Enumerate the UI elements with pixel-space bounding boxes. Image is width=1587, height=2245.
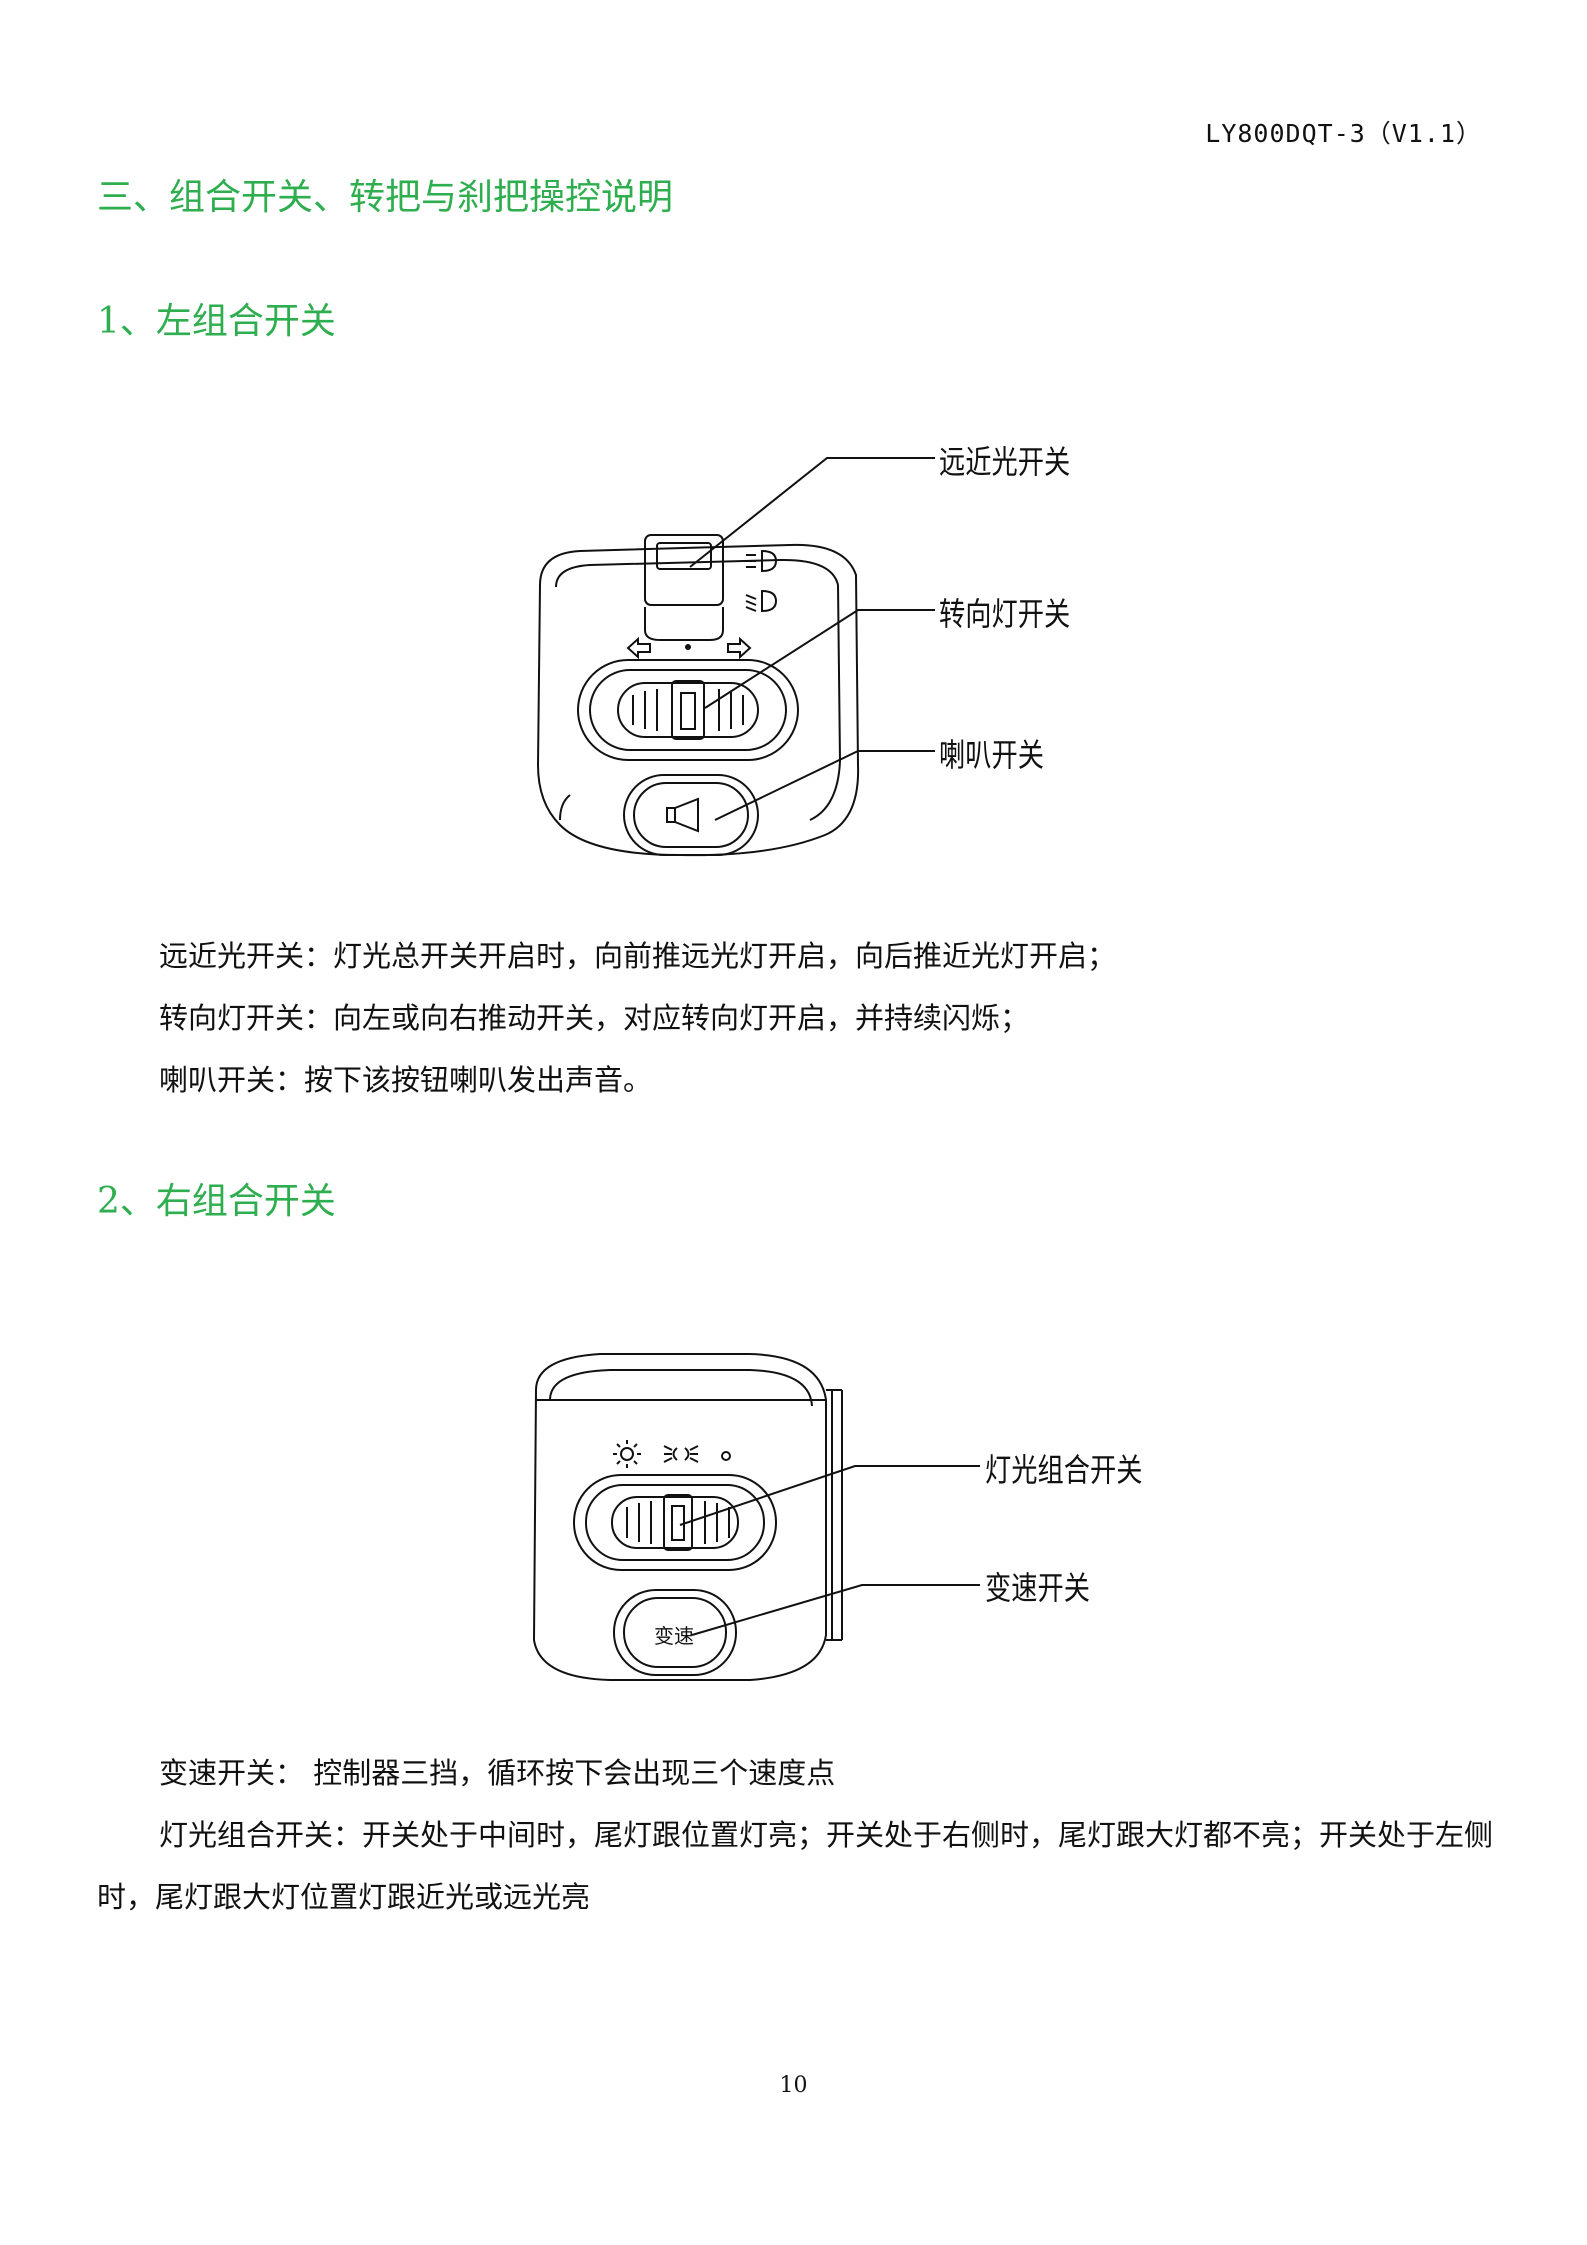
low-beam-icon — [745, 589, 778, 613]
horn-icon — [666, 797, 699, 833]
speed-button-label: 变速 — [654, 1624, 694, 1648]
arrow-right-icon — [727, 636, 752, 660]
callout-speed-switch: 变速开关 — [985, 1569, 1090, 1607]
section-title: 三、组合开关、转把与刹把操控说明 — [97, 177, 674, 218]
arrow-left-icon — [626, 636, 651, 660]
desc-dimmer-switch: 远近光开关：灯光总开关开启时，向前推远光灯开启，向后推近光灯开启； — [159, 939, 1117, 973]
right-switch-description: 变速开关： 控制器三挡，循环按下会出现三个速度点 灯光组合开关：开关处于中间时，… — [97, 1742, 1497, 1928]
left-switch-figure: 远近光开关 转向灯开关 喇叭开关 — [520, 425, 1120, 885]
turn-signal-rocker — [577, 659, 799, 761]
desc-light-combination-switch: 灯光组合开关：开关处于中间时，尾灯跟位置灯亮；开关处于右侧时，尾灯跟大灯都不亮；… — [97, 1818, 1494, 1914]
desc-speed-switch: 变速开关： 控制器三挡，循环按下会出现三个速度点 — [159, 1756, 836, 1790]
document-id: LY800DQT-3（V1.1） — [1205, 119, 1482, 148]
horn-button — [623, 774, 759, 856]
callout-horn-switch: 喇叭开关 — [939, 736, 1044, 774]
center-dot-icon — [685, 644, 691, 650]
callout-turn-signal-switch: 转向灯开关 — [939, 595, 1071, 633]
speed-button — [613, 1589, 737, 1676]
callout-light-combination-switch: 灯光组合开关 — [985, 1451, 1143, 1489]
left-switch-drawing — [536, 457, 935, 857]
headlight-icon — [613, 1440, 641, 1468]
desc-turn-signal-switch: 转向灯开关：向左或向右推动开关，对应转向灯开启，并持续闪烁； — [159, 1001, 1030, 1035]
right-switch-drawing — [532, 1353, 980, 1681]
position-light-icon — [663, 1445, 699, 1463]
page-number: 10 — [779, 2073, 808, 2098]
left-switch-description: 远近光开关：灯光总开关开启时，向前推远光灯开启，向后推近光灯开启； 转向灯开关：… — [97, 925, 1497, 1111]
high-beam-icon — [746, 549, 778, 573]
callout-dimmer-switch: 远近光开关 — [939, 443, 1071, 481]
dimmer-switch-tab — [644, 534, 724, 606]
right-switch-figure: 变速 灯光组合开关 变速开关 — [520, 1340, 1160, 1700]
desc-horn-switch: 喇叭开关：按下该按钮喇叭发出声音。 — [159, 1063, 653, 1097]
right-switch-heading: 2、右组合开关 — [97, 1181, 336, 1222]
left-switch-heading: 1、左组合开关 — [97, 301, 336, 342]
light-combination-rocker — [573, 1474, 777, 1571]
off-dot-icon — [721, 1451, 731, 1461]
